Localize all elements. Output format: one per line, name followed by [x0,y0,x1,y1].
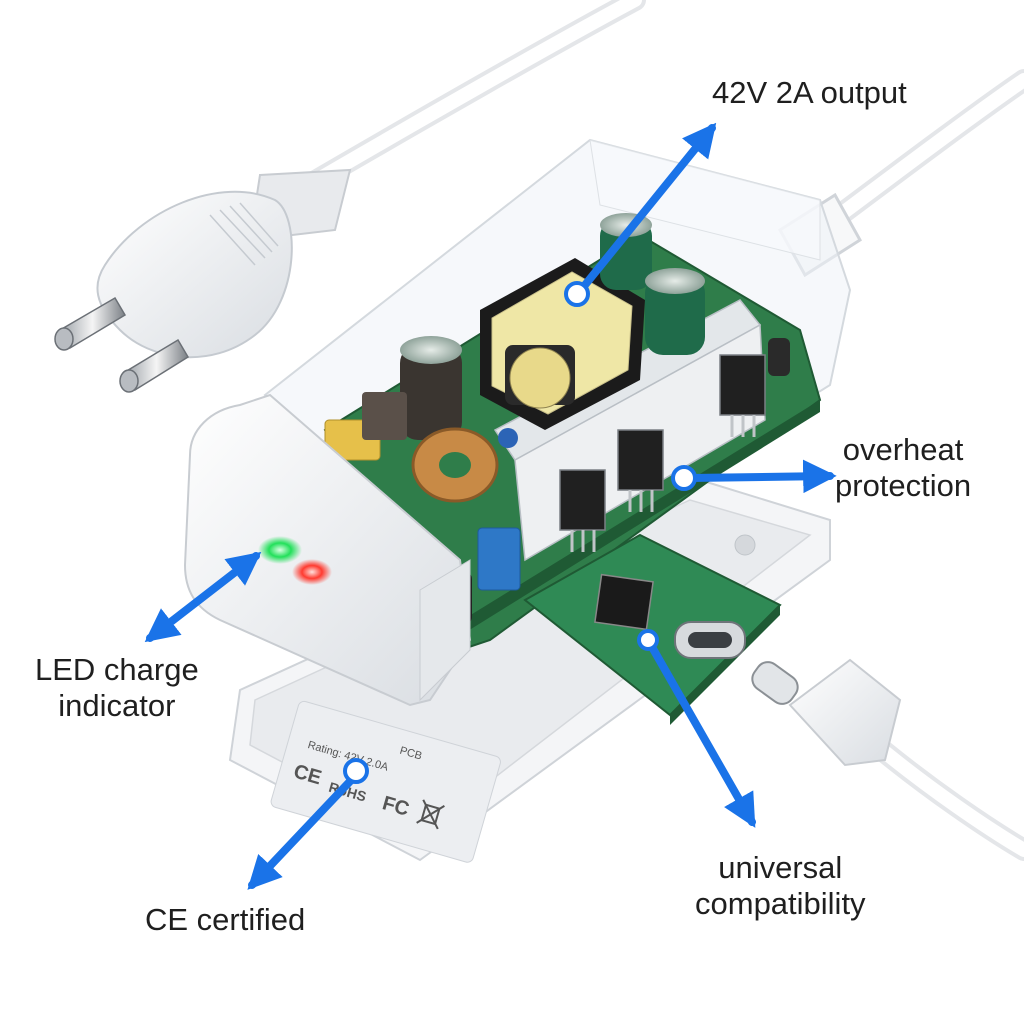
callout-compat-line2: compatibility [695,886,866,921]
callout-dots [343,281,697,784]
label-plate-line1: PCB [398,745,423,763]
callout-arrows [144,122,837,890]
controller-chip [594,573,654,631]
toroid-inductor [411,427,499,503]
callout-overheat-line2: protection [835,468,972,503]
callout-led-line1: LED charge [35,652,199,687]
arrow-overheat [686,459,837,494]
arrow-compat [644,636,756,828]
led-green-icon [258,536,302,564]
arrow-output [581,122,717,289]
led-red-icon [292,559,332,585]
label-plate: PCB Rating: 42V 2.0A CE RoHS FC [270,700,501,863]
callout-ce-text: CE certified [145,902,306,937]
usb-c-plug-icon [751,658,1024,861]
callout-overheat: overheat protection [835,432,971,504]
callout-compat: universal compatibility [695,850,866,922]
eu-plug-icon [54,168,352,393]
arrow-ce [247,771,360,890]
callout-output: 42V 2A output [712,75,907,111]
callout-output-text: 42V 2A output [712,75,907,110]
capacitor-left [400,336,462,440]
blue-cap [477,527,521,591]
usb-pd-board [523,533,782,725]
blue-disc [498,428,518,448]
callout-compat-line1: universal [718,850,843,885]
arrow-led [144,551,262,643]
callout-overheat-line1: overheat [842,432,964,467]
callout-ce: CE certified [145,902,305,938]
plug-pin-top [54,296,127,351]
callout-led: LED charge indicator [35,652,199,724]
transformer [480,258,645,430]
plug-pin-bottom [119,338,190,393]
callout-led-line2: indicator [58,688,176,723]
capacitor-right [645,268,705,355]
mosfet-row [559,354,766,531]
usb-c-port [674,621,746,659]
weee-bin-icon [416,799,445,830]
varistor-brown [362,392,407,440]
